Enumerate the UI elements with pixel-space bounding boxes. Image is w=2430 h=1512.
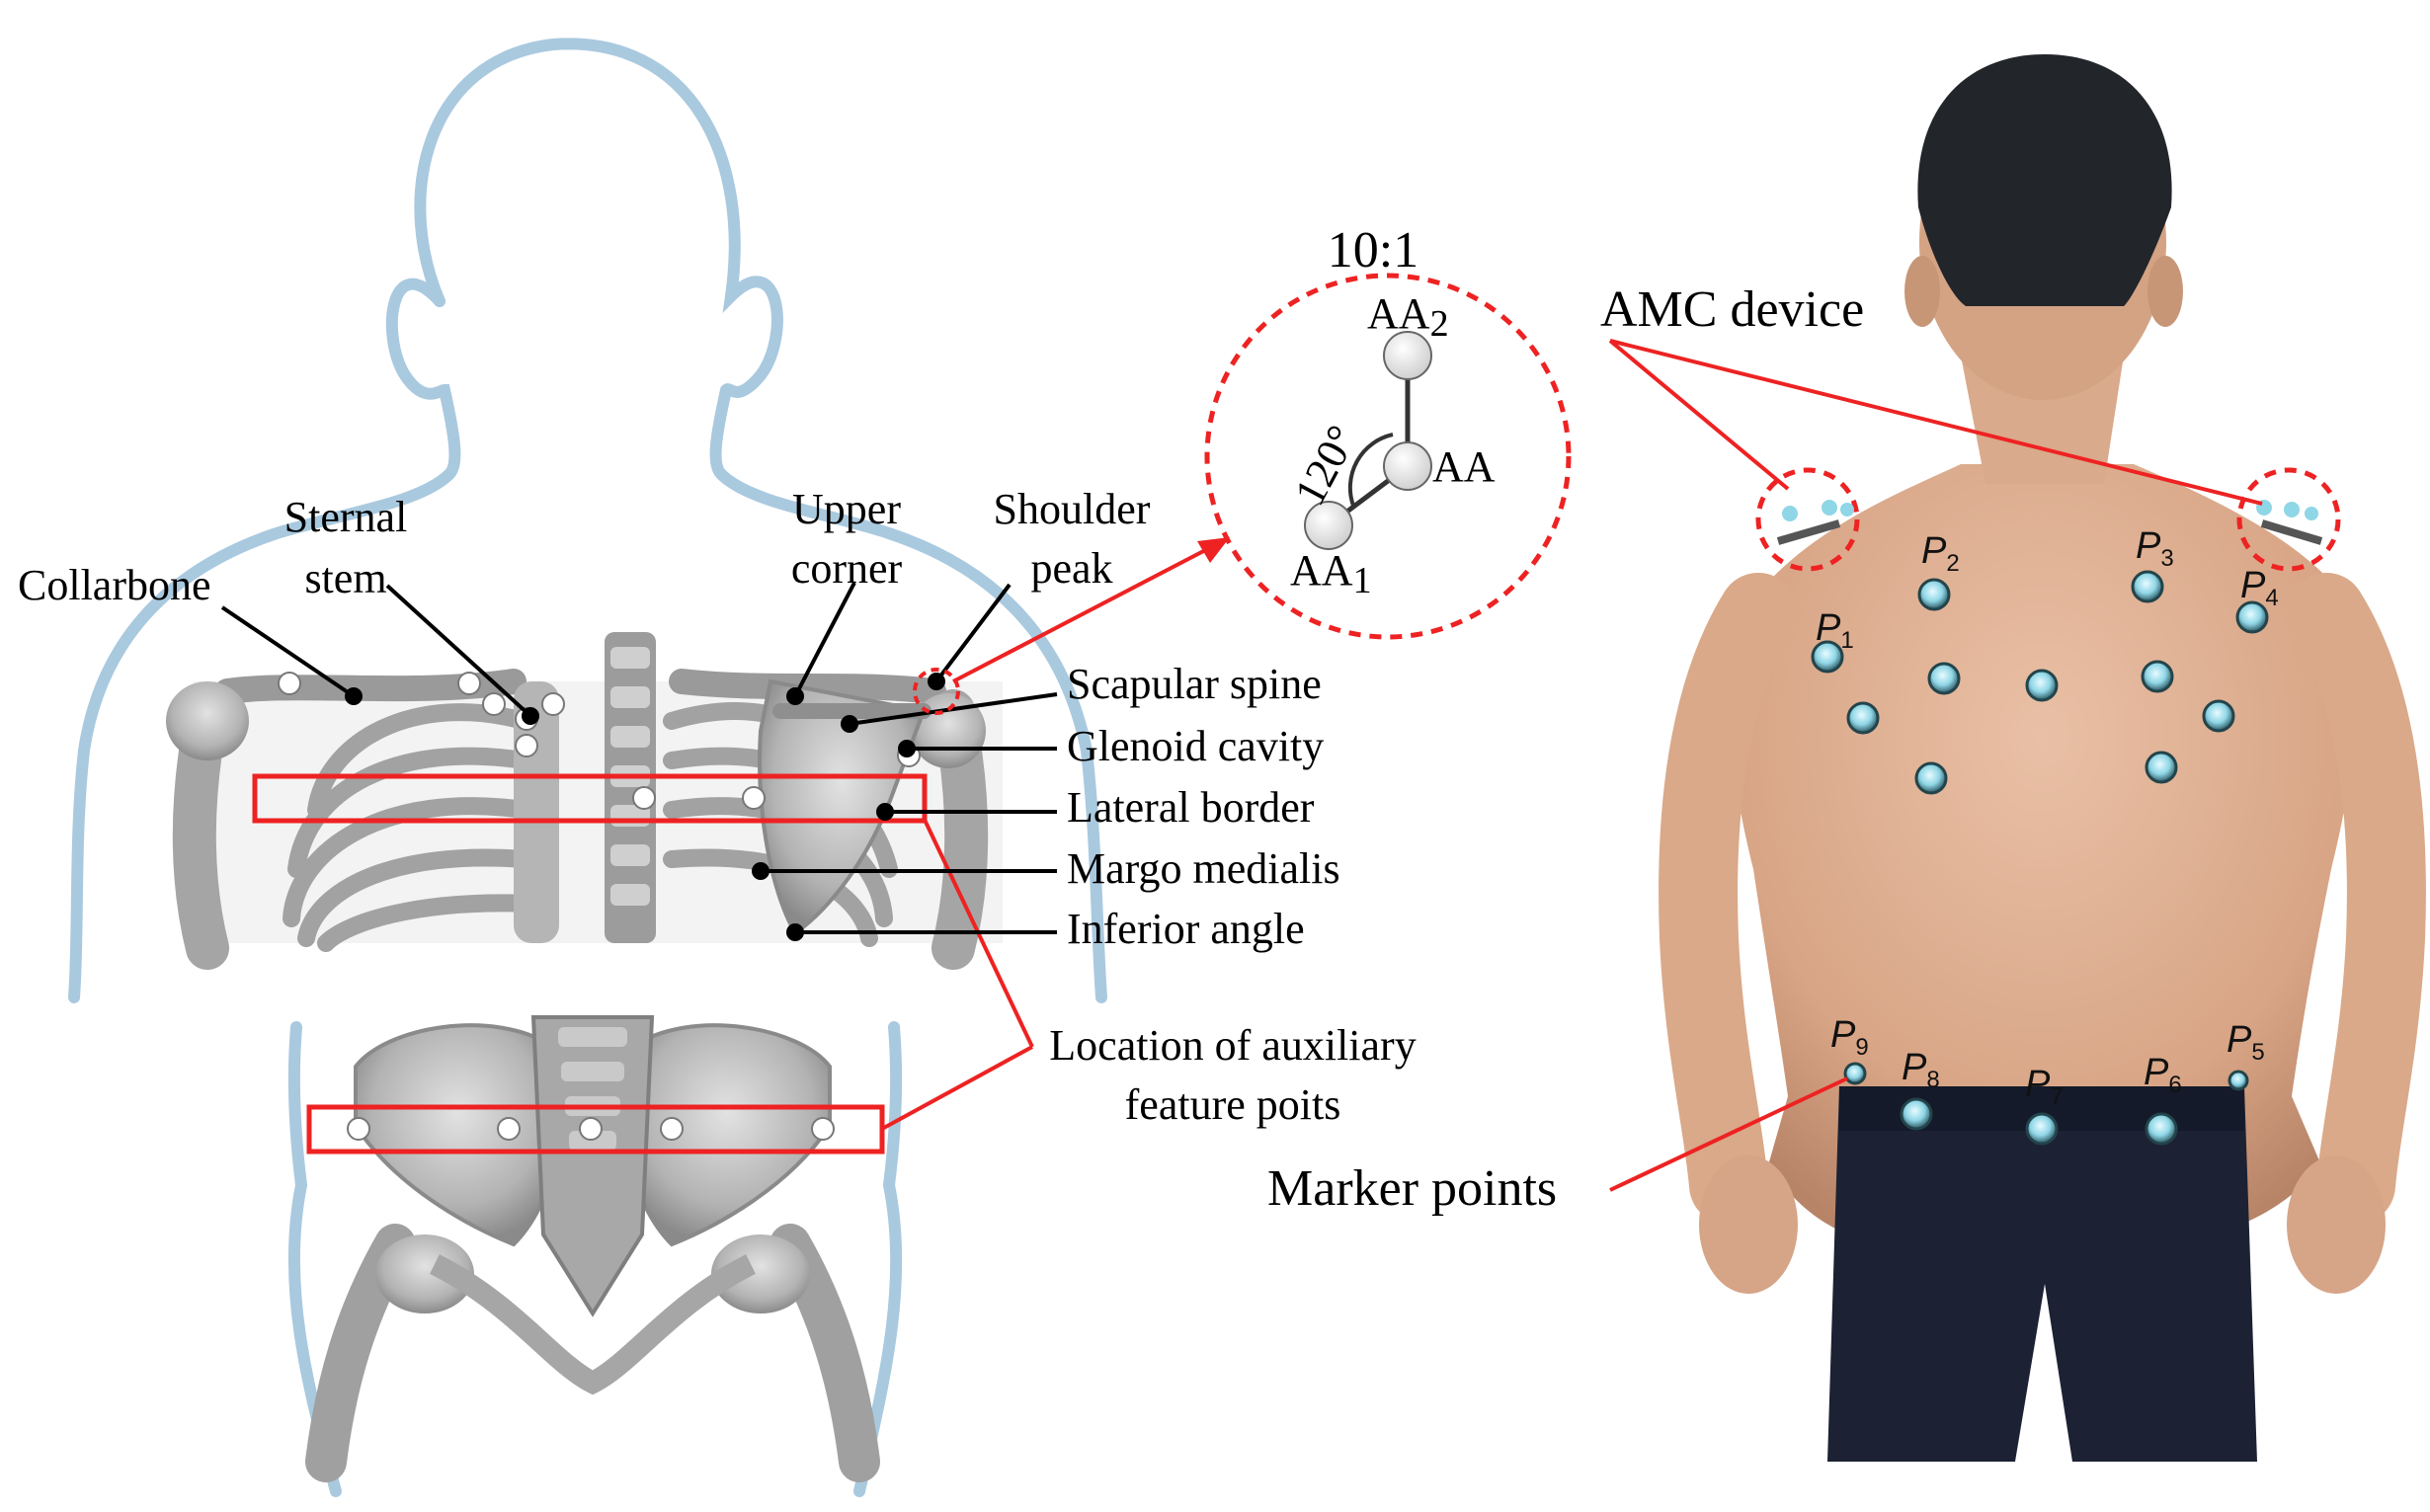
p6-label: P bbox=[2144, 1052, 2169, 1093]
back-markers bbox=[1811, 570, 2269, 1146]
zoom-arrow-head bbox=[1197, 537, 1230, 563]
body-outline bbox=[68, 38, 1107, 1497]
shoulder-peak-highlight bbox=[913, 668, 960, 715]
label-amc-device: AMC device bbox=[1600, 281, 1864, 338]
anchor-dots bbox=[345, 673, 945, 941]
svg-text:P8: P8 bbox=[1902, 1047, 1940, 1093]
svg-text:P4: P4 bbox=[2240, 565, 2279, 611]
zoom-marker-geometry bbox=[1304, 331, 1432, 550]
leader-lines bbox=[220, 582, 1058, 934]
svg-text:P5: P5 bbox=[2227, 1019, 2265, 1066]
svg-text:P1: P1 bbox=[1816, 607, 1854, 654]
label-scapular-spine: Scapular spine bbox=[1067, 660, 1322, 708]
pelvis-auxiliary-box bbox=[306, 1104, 885, 1154]
label-auxiliary-2: feature poits bbox=[1125, 1080, 1341, 1129]
svg-text:P3: P3 bbox=[2136, 525, 2174, 572]
svg-text:P9: P9 bbox=[1830, 1014, 1869, 1061]
label-inferior-angle: Inferior angle bbox=[1067, 905, 1305, 953]
zoom-scale: 10:1 bbox=[1328, 222, 1418, 279]
p4-label: P bbox=[2240, 565, 2266, 606]
label-upper-corner-1: Upper bbox=[792, 485, 901, 533]
p5-label: P bbox=[2227, 1019, 2252, 1061]
label-auxiliary-1: Location of auxiliary bbox=[1049, 1021, 1416, 1070]
label-margo-medialis: Margo medialis bbox=[1067, 844, 1340, 893]
label-upper-corner-2: corner bbox=[791, 544, 903, 593]
amc-callout-lines bbox=[1608, 339, 2263, 506]
amc-device-left bbox=[1755, 467, 1860, 572]
svg-text:P7: P7 bbox=[2025, 1064, 2064, 1110]
zoom-aa1: AA1 bbox=[1290, 546, 1372, 601]
label-sternal-stem-1: Sternal bbox=[284, 493, 408, 541]
pelvis-illustration bbox=[305, 1015, 880, 1482]
label-shoulder-peak-1: Shoulder bbox=[994, 485, 1151, 533]
svg-text:P2: P2 bbox=[1921, 530, 1960, 577]
label-lateral-border: Lateral border bbox=[1067, 783, 1315, 832]
label-sternal-stem-2: stem bbox=[304, 554, 386, 602]
zoom-aa: AA bbox=[1432, 442, 1496, 491]
p2-label: P bbox=[1921, 530, 1947, 572]
label-marker-points: Marker points bbox=[1267, 1160, 1557, 1217]
label-shoulder-peak-2: peak bbox=[1030, 544, 1112, 593]
label-glenoid-cavity: Glenoid cavity bbox=[1067, 722, 1324, 770]
zoom-aa2: AA2 bbox=[1367, 289, 1449, 345]
label-collarbone: Collarbone bbox=[18, 561, 211, 609]
zoom-arrow-line bbox=[952, 544, 1214, 683]
p9-label: P bbox=[1830, 1014, 1856, 1056]
p3-label: P bbox=[2136, 525, 2161, 567]
p1-label: P bbox=[1816, 607, 1841, 649]
svg-text:P6: P6 bbox=[2144, 1052, 2182, 1098]
zoom-circle bbox=[1204, 273, 1572, 640]
marker-callout-line bbox=[1609, 1076, 1848, 1192]
p8-label: P bbox=[1902, 1047, 1927, 1088]
subject-photo bbox=[1659, 54, 2426, 1462]
p7-label: P bbox=[2025, 1064, 2051, 1105]
thorax-auxiliary-box bbox=[252, 773, 928, 824]
marker-labels: P1 P2 P3 P4 P5 P6 P7 P8 P9 bbox=[1816, 525, 2279, 1110]
amc-device-right bbox=[2236, 467, 2341, 572]
